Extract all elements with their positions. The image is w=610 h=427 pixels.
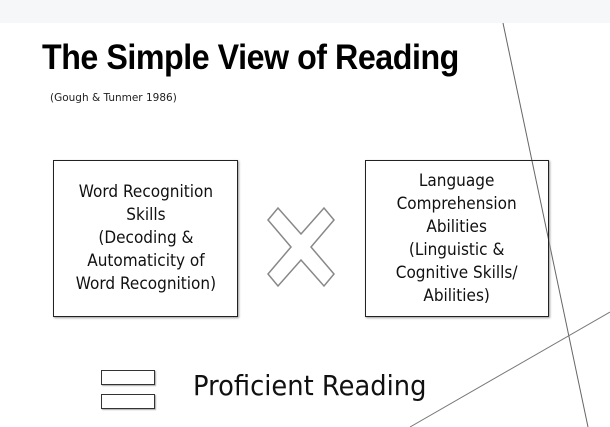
box-line: Abilities [426, 216, 488, 237]
equals-bar-top [101, 370, 155, 385]
citation: (Gough & Tunmer 1986) [50, 92, 177, 104]
slide-title: The Simple View of Reading [42, 38, 459, 77]
multiply-icon [267, 206, 335, 288]
box-line: Comprehension [396, 193, 518, 214]
word-recognition-box: Word Recognition Skills (Decoding & Auto… [53, 160, 238, 317]
result-text: Proficient Reading [193, 369, 427, 402]
language-comprehension-box: Language Comprehension Abilities (Lingui… [365, 160, 549, 317]
box-line: Language [419, 170, 495, 191]
decorative-line [502, 22, 589, 427]
box-line: Automaticity of [86, 251, 205, 271]
decorative-line [409, 311, 610, 427]
box-line: Word Recognition) [75, 274, 216, 294]
box-line: (Decoding & [97, 228, 194, 248]
box-line: Word Recognition [78, 182, 213, 202]
box-line: (Linguistic & [409, 239, 505, 260]
equals-bar-bottom [101, 394, 155, 409]
top-bar [0, 0, 610, 23]
box-line: Cognitive Skills/ [396, 262, 518, 283]
box-line: Abilities) [423, 285, 491, 306]
box-line: Skills [125, 205, 166, 225]
